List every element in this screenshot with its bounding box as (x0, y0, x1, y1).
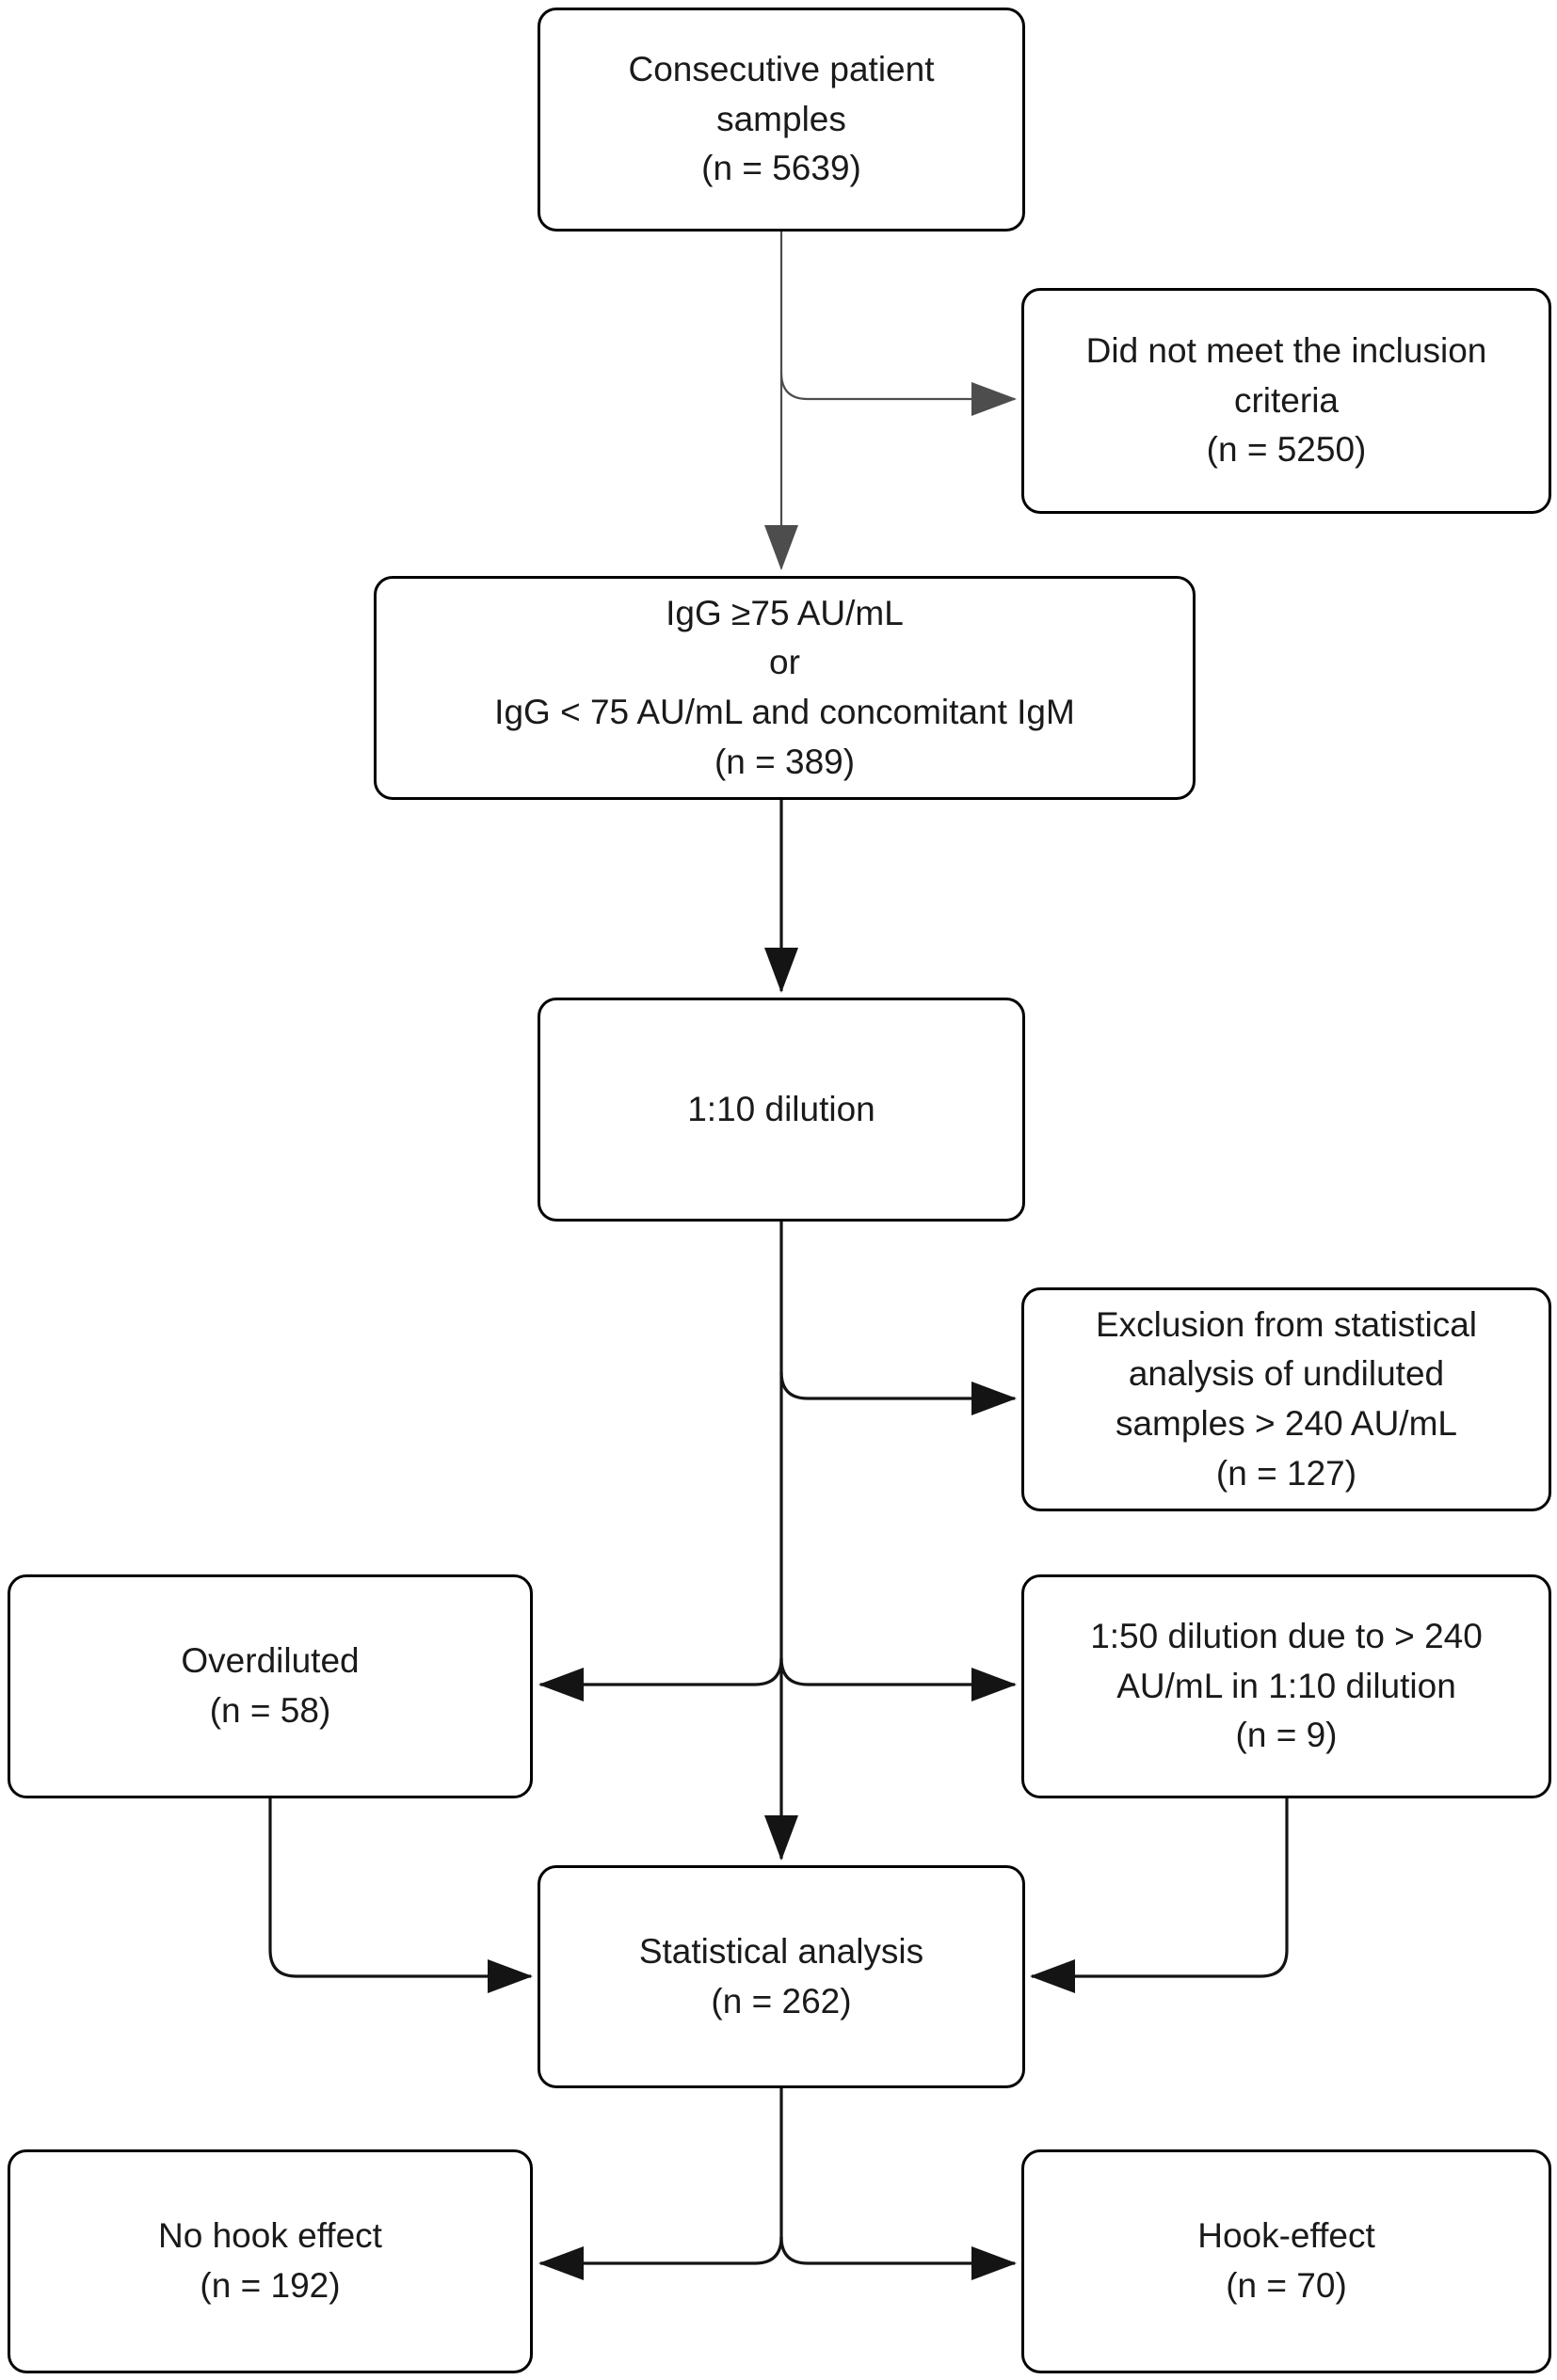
edge-1-10-to-exclusion (779, 1371, 1017, 1415)
edge-1-50-to-statistical (1030, 1798, 1289, 1993)
node-label: Consecutive patient samples (n = 5639) (628, 50, 935, 188)
node-1-10-dilution: 1:10 dilution (538, 998, 1025, 1222)
edge-to-overdiluted (538, 1657, 783, 1701)
node-label: 1:10 dilution (687, 1089, 875, 1128)
node-consecutive-patient-samples: Consecutive patient samples (n = 5639) (538, 8, 1025, 232)
edge-to-1-50-dilution (779, 1657, 1017, 1701)
edge-statistical-to-hook (779, 2236, 1017, 2280)
node-did-not-meet-inclusion-criteria: Did not meet the inclusion criteria (n =… (1021, 288, 1551, 514)
node-igg-inclusion-threshold: IgG ≥75 AU/mL or IgG < 75 AU/mL and conc… (374, 576, 1196, 800)
node-label: Overdiluted (n = 58) (181, 1641, 360, 1730)
node-statistical-analysis: Statistical analysis (n = 262) (538, 1865, 1025, 2088)
edge-samples-to-excluded (779, 372, 1017, 416)
edge-overdiluted-to-statistical (268, 1798, 533, 1993)
node-label: Did not meet the inclusion criteria (n =… (1085, 331, 1487, 470)
node-label: No hook effect (n = 192) (158, 2216, 382, 2305)
edge-statistical-to-no-hook (538, 2236, 783, 2280)
node-label: Statistical analysis (n = 262) (638, 1931, 924, 2021)
node-hook-effect: Hook-effect (n = 70) (1021, 2149, 1551, 2373)
node-1-50-dilution: 1:50 dilution due to > 240 AU/mL in 1:10… (1021, 1574, 1551, 1798)
node-label: Exclusion from statistical analysis of u… (1095, 1304, 1478, 1493)
node-label: 1:50 dilution due to > 240 AU/mL in 1:10… (1090, 1617, 1483, 1755)
node-exclusion-undiluted-samples: Exclusion from statistical analysis of u… (1021, 1287, 1551, 1511)
node-label: Hook-effect (n = 70) (1197, 2216, 1375, 2305)
node-overdiluted: Overdiluted (n = 58) (8, 1574, 533, 1798)
node-no-hook-effect: No hook effect (n = 192) (8, 2149, 533, 2373)
node-label: IgG ≥75 AU/mL or IgG < 75 AU/mL and conc… (494, 593, 1075, 781)
